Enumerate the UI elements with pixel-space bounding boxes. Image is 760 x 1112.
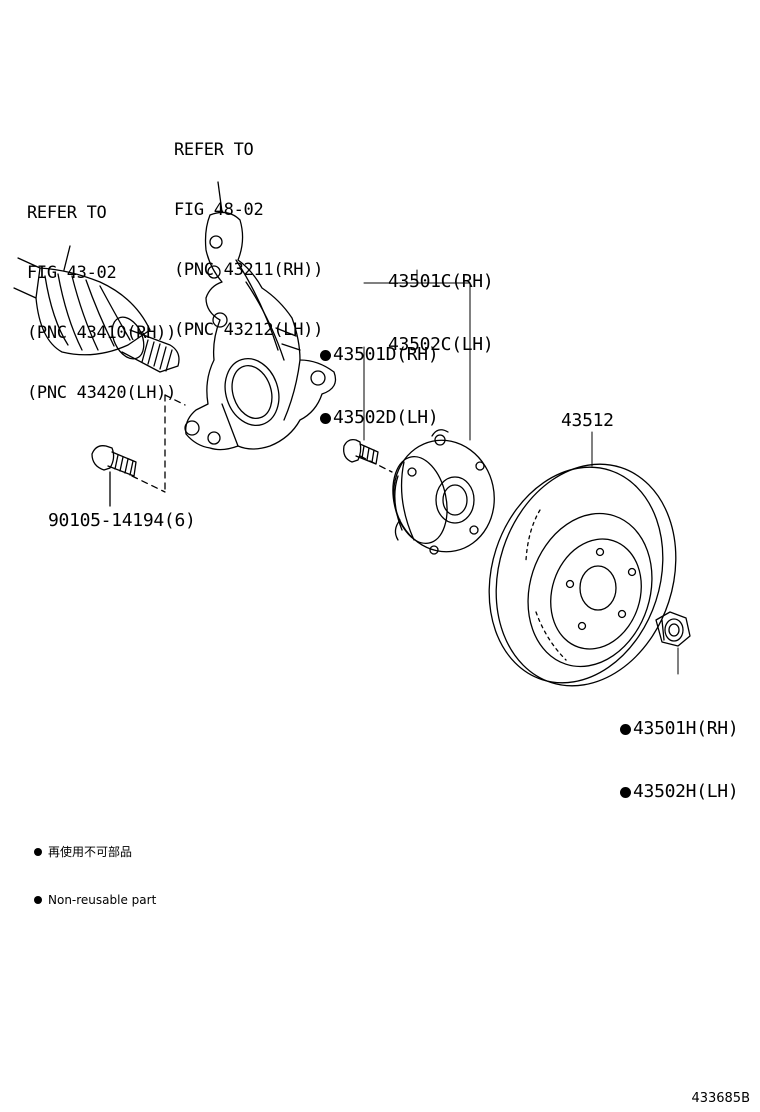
refer-knuckle-line4: (PNC 43212(LH)) (174, 320, 324, 340)
hub-assembly-rh: 43501C(RH) (388, 271, 494, 292)
hub-bolt-rh: 43501D(RH) (333, 344, 439, 365)
steering-knuckle-drawing (184, 181, 337, 451)
hub-assembly-label: 43501C(RH) 43502C(LH) (388, 229, 494, 376)
leader-lines (363, 269, 679, 675)
hub-bolt-drawing (343, 438, 379, 465)
legend-dot-icon (34, 896, 42, 904)
refer-knuckle-line3: (PNC 43211(RH)) (174, 260, 324, 280)
refer-knuckle-line2: FIG 48-02 (174, 200, 264, 220)
non-reusable-dot-icon (620, 724, 631, 735)
hub-nut-drawing (655, 611, 691, 647)
hub-bolt-label: 43501D(RH) 43502D(LH) (320, 302, 439, 449)
hub-nut-lh: 43502H(LH) (633, 781, 739, 802)
refer-knuckle-line1: REFER TO (174, 140, 254, 160)
knuckle-bolt-label: 90105-14194(6) (48, 510, 196, 531)
non-reusable-dot-icon (320, 350, 331, 361)
drive-shaft-drawing (13, 245, 180, 373)
legend-dot-icon (34, 848, 42, 856)
hub-nut-rh: 43501H(RH) (633, 718, 739, 739)
knuckle-bolt-drawing (91, 445, 137, 507)
refer-shaft-line4: (PNC 43420(LH)) (27, 383, 177, 403)
hub-bolt-lh: 43502D(LH) (333, 407, 439, 428)
refer-knuckle-label: REFER TO FIG 48-02 (PNC 43211(RH)) (PNC … (174, 100, 323, 360)
hub-assembly-lh: 43502C(LH) (388, 334, 494, 355)
hub-nut-label: 43501H(RH) 43502H(LH) (620, 676, 739, 823)
refer-shaft-line1: REFER TO (27, 203, 107, 223)
brake-disc-drawing (488, 463, 677, 687)
non-reusable-dot-icon (320, 413, 331, 424)
refer-shaft-label: REFER TO FIG 43-02 (PNC 43410(RH)) (PNC … (27, 163, 176, 423)
legend: 再使用不可部品 Non-reusable part (34, 812, 156, 924)
brake-disc-label: 43512 (561, 410, 614, 431)
legend-japanese: 再使用不可部品 (48, 845, 133, 859)
refer-shaft-line2: FIG 43-02 (27, 263, 117, 283)
hub-assembly-drawing (392, 429, 495, 555)
non-reusable-dot-icon (620, 787, 631, 798)
refer-shaft-line3: (PNC 43410(RH)) (27, 323, 177, 343)
alignment-lines (131, 394, 393, 493)
figure-code: 433685B (691, 1091, 750, 1106)
legend-english: Non-reusable part (48, 893, 157, 907)
